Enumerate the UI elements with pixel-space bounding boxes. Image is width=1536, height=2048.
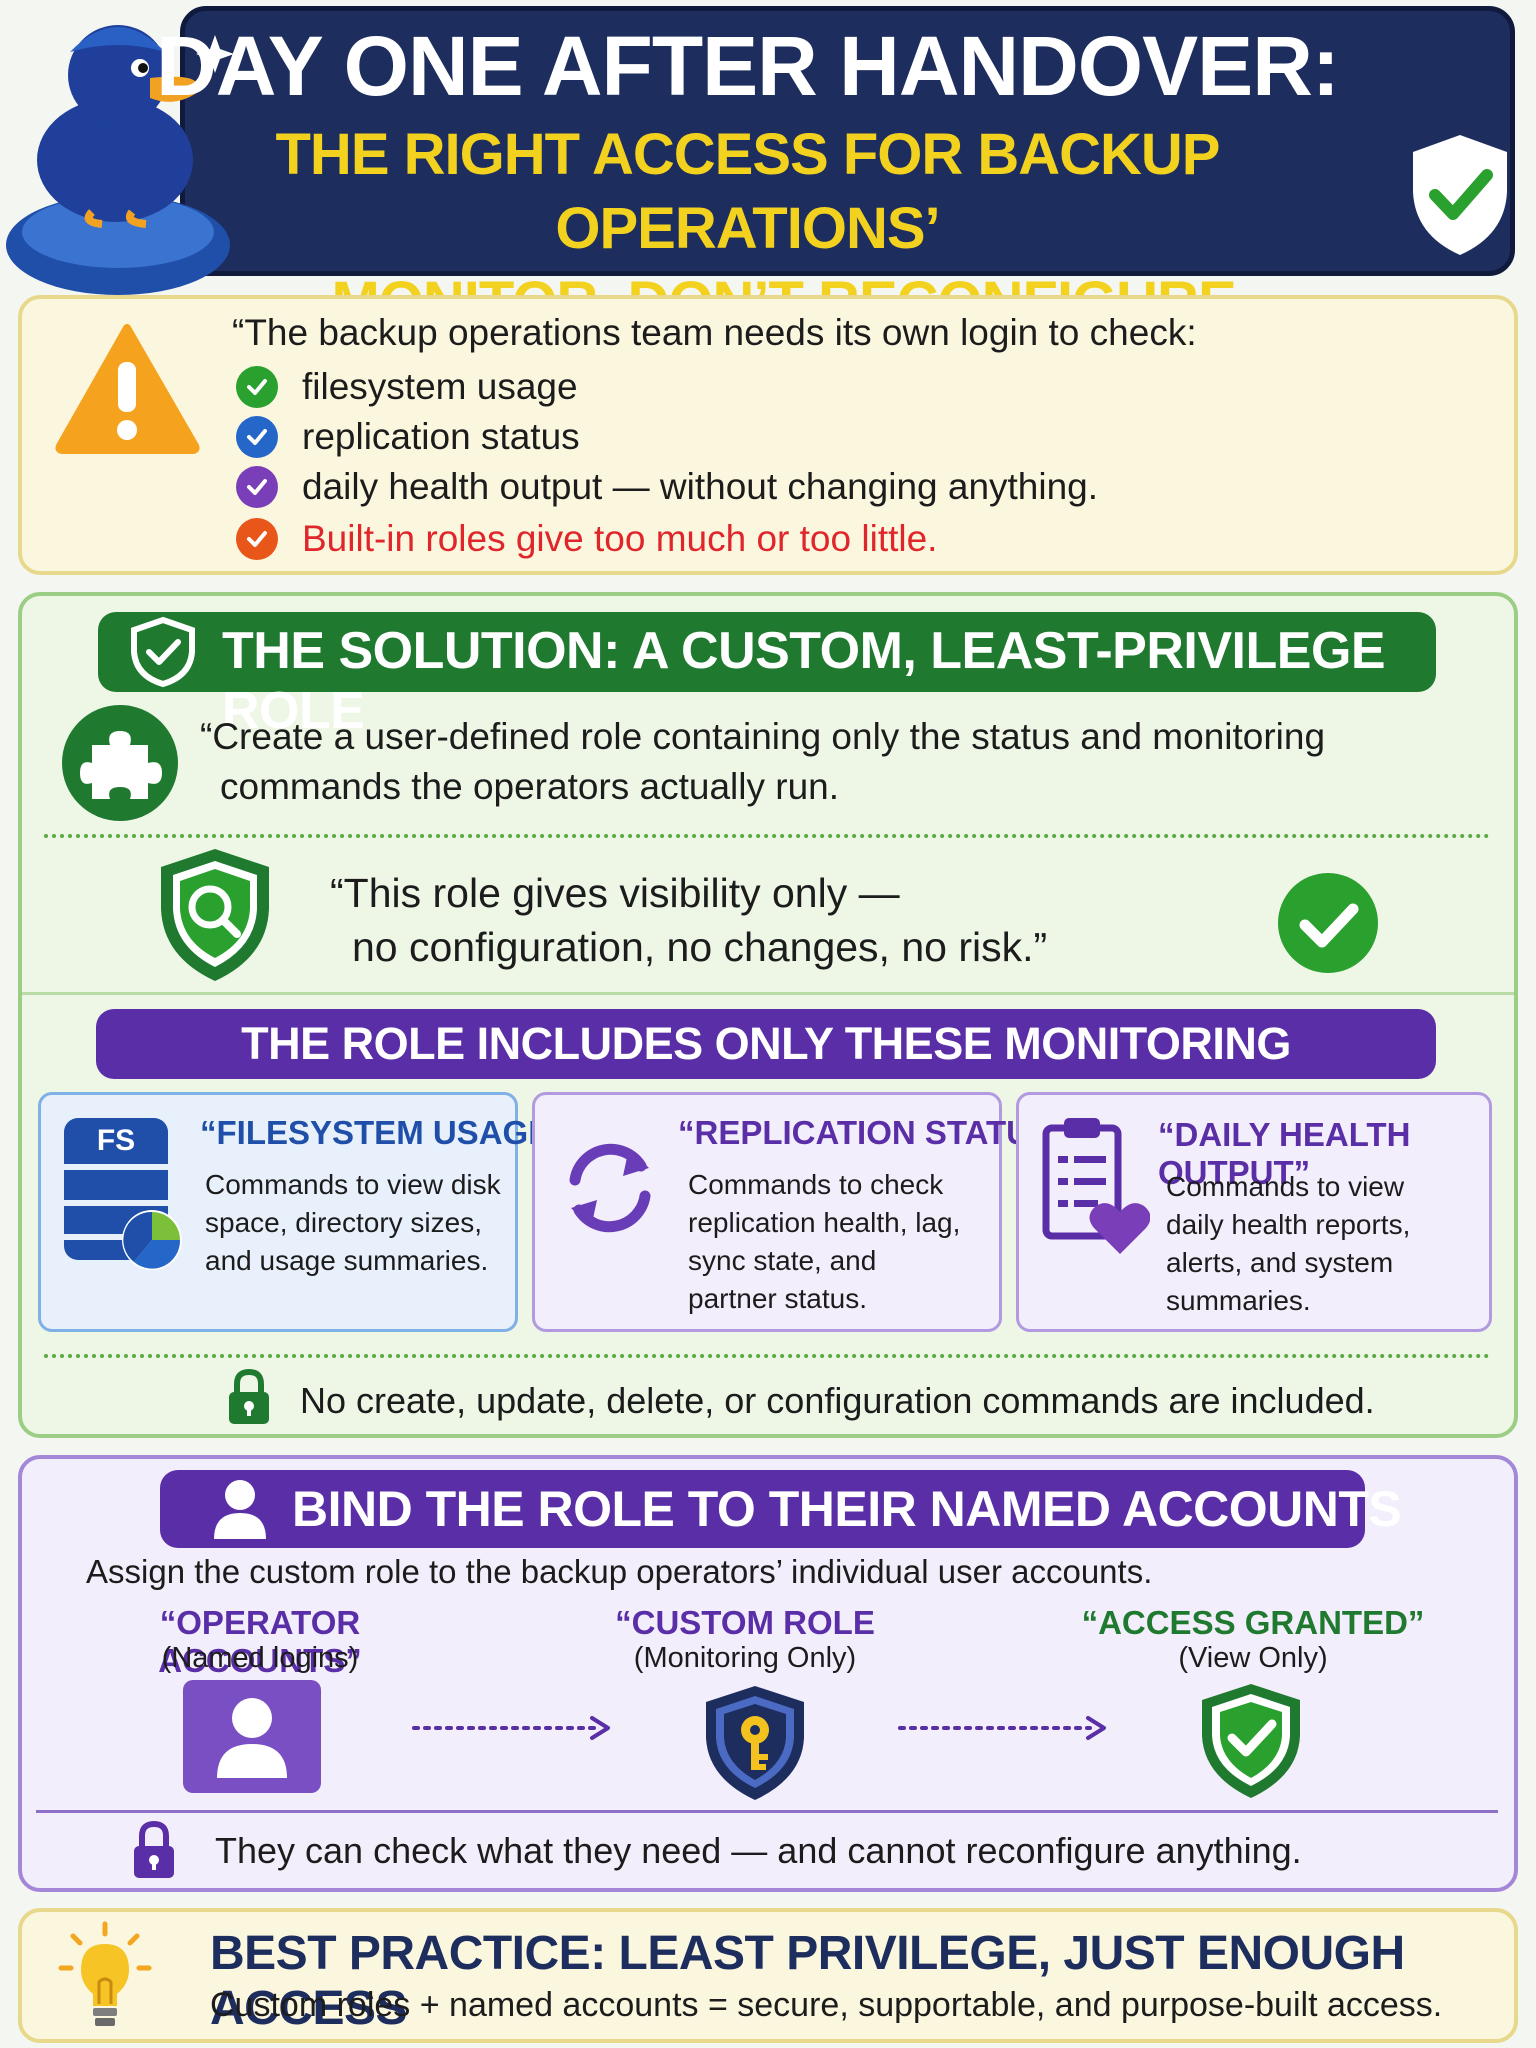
card-line: replication health, lag,	[688, 1207, 961, 1238]
need-item-warning: Built-in roles give too much or too litt…	[236, 516, 937, 562]
dotted-divider	[44, 1354, 1490, 1358]
no-write-note: No create, update, delete, or configurat…	[300, 1380, 1375, 1421]
page-title: DAY ONE AFTER HANDOVER:	[156, 19, 1340, 113]
best-practice-panel	[18, 1908, 1518, 2043]
card-title: “REPLICATION STATUS”	[678, 1114, 1069, 1151]
card-description: Commands to view daily health reports, a…	[1166, 1168, 1410, 1320]
solution-quote-line-2: commands the operators actually run.	[220, 766, 840, 807]
binding-note: They can check what they need — and cann…	[215, 1830, 1302, 1871]
solution-quote: “Create a user-defined role containing o…	[200, 712, 1400, 812]
fs-icon-label: FS	[97, 1124, 135, 1157]
card-line: Commands to view	[1166, 1171, 1405, 1202]
lock-icon	[134, 1820, 174, 1878]
best-practice-title: BEST PRACTICE: LEAST PRIVILEGE, JUST ENO…	[210, 1927, 1405, 2035]
needs-quote: “The backup operations team needs its ow…	[232, 312, 1197, 353]
shield-check-icon	[1413, 135, 1507, 255]
need-item-replication: replication status	[236, 414, 580, 460]
dotted-arrow-icon	[898, 1716, 1106, 1740]
lock-icon	[229, 1368, 269, 1424]
sync-arrows-icon	[569, 1143, 651, 1233]
header-banner	[180, 6, 1515, 276]
shield-check-icon	[131, 616, 195, 688]
card-line: Commands to view disk	[205, 1169, 501, 1200]
dotted-divider	[44, 834, 1490, 838]
database-chart-icon: FS	[64, 1118, 182, 1270]
step-subtitle: (Named logins)	[161, 1642, 359, 1674]
card-line: summaries.	[1166, 1285, 1311, 1316]
card-title: “FILESYSTEM USAGE”	[200, 1114, 567, 1151]
solution-banner	[98, 612, 1436, 692]
capability-card-replication	[532, 1092, 1002, 1332]
binding-title: BIND THE ROLE TO THEIR NAMED ACCOUNTS	[292, 1481, 1402, 1537]
need-item-filesystem: filesystem usage	[236, 364, 578, 410]
card-description: Commands to check replication health, la…	[688, 1166, 960, 1318]
need-item-label: daily health output — without changing a…	[302, 466, 1099, 507]
user-icon	[214, 1480, 266, 1539]
duck-mascot-icon	[6, 25, 234, 295]
magnifier-shield-icon	[161, 849, 269, 981]
step-subtitle: (Monitoring Only)	[633, 1642, 857, 1674]
visibility-quote: “This role gives visibility only — no co…	[330, 866, 1047, 974]
warning-icon	[55, 324, 200, 454]
card-line: space, directory sizes,	[205, 1207, 482, 1238]
need-item-health: daily health output — without changing a…	[236, 464, 1098, 510]
need-item-label: filesystem usage	[302, 366, 578, 407]
card-title: “DAILY HEALTH OUTPUT”	[1158, 1116, 1411, 1191]
dotted-arrow-icon	[412, 1716, 610, 1740]
step-title: “OPERATOR ACCOUNTS”	[158, 1604, 362, 1679]
card-description: Commands to view disk space, directory s…	[205, 1166, 501, 1280]
step-title: “CUSTOM ROLE	[615, 1604, 875, 1641]
card-line: and usage summaries.	[205, 1245, 489, 1276]
clipboard-heart-icon	[1042, 1118, 1150, 1254]
visibility-line-1: “This role gives visibility only —	[330, 870, 900, 916]
section-divider	[22, 992, 1514, 995]
solution-quote-line-1: “Create a user-defined role containing o…	[200, 716, 1326, 757]
shield-check-icon	[1202, 1684, 1300, 1798]
check-circle-icon	[236, 366, 278, 408]
capabilities-banner: THE ROLE INCLUDES ONLY THESE MONITORING …	[96, 1009, 1436, 1139]
card-line: partner status.	[688, 1283, 867, 1314]
step-title: “ACCESS GRANTED”	[1081, 1604, 1425, 1641]
best-practice-subtitle: Custom roles + named accounts = secure, …	[210, 1986, 1443, 2024]
binding-banner	[160, 1470, 1365, 1548]
card-line: daily health reports,	[1166, 1209, 1411, 1240]
visibility-line-2: no configuration, no changes, no risk.”	[352, 924, 1048, 970]
key-shield-icon	[706, 1686, 804, 1800]
card-line: alerts, and system	[1166, 1247, 1394, 1278]
check-circle-icon	[236, 466, 278, 508]
need-item-label: Built-in roles give too much or too litt…	[302, 518, 938, 559]
section-divider	[36, 1810, 1498, 1813]
lightbulb-icon	[58, 1921, 152, 2026]
puzzle-icon	[62, 705, 178, 821]
binding-instruction: Assign the custom role to the backup ope…	[86, 1553, 1153, 1590]
step-subtitle: (View Only)	[1178, 1642, 1328, 1674]
subtitle-line-1: THE RIGHT ACCESS FOR BACKUP OPERATIONS’	[275, 122, 1221, 261]
operator-user-icon	[183, 1680, 321, 1793]
need-item-label: replication status	[302, 416, 580, 457]
check-circle-icon	[1278, 873, 1378, 973]
card-line: Commands to check	[688, 1169, 944, 1200]
solution-title: THE SOLUTION: A CUSTOM, LEAST-PRIVILEGE …	[222, 622, 1386, 740]
check-circle-icon	[236, 416, 278, 458]
card-line: sync state, and	[688, 1245, 877, 1276]
check-circle-icon	[236, 518, 278, 560]
